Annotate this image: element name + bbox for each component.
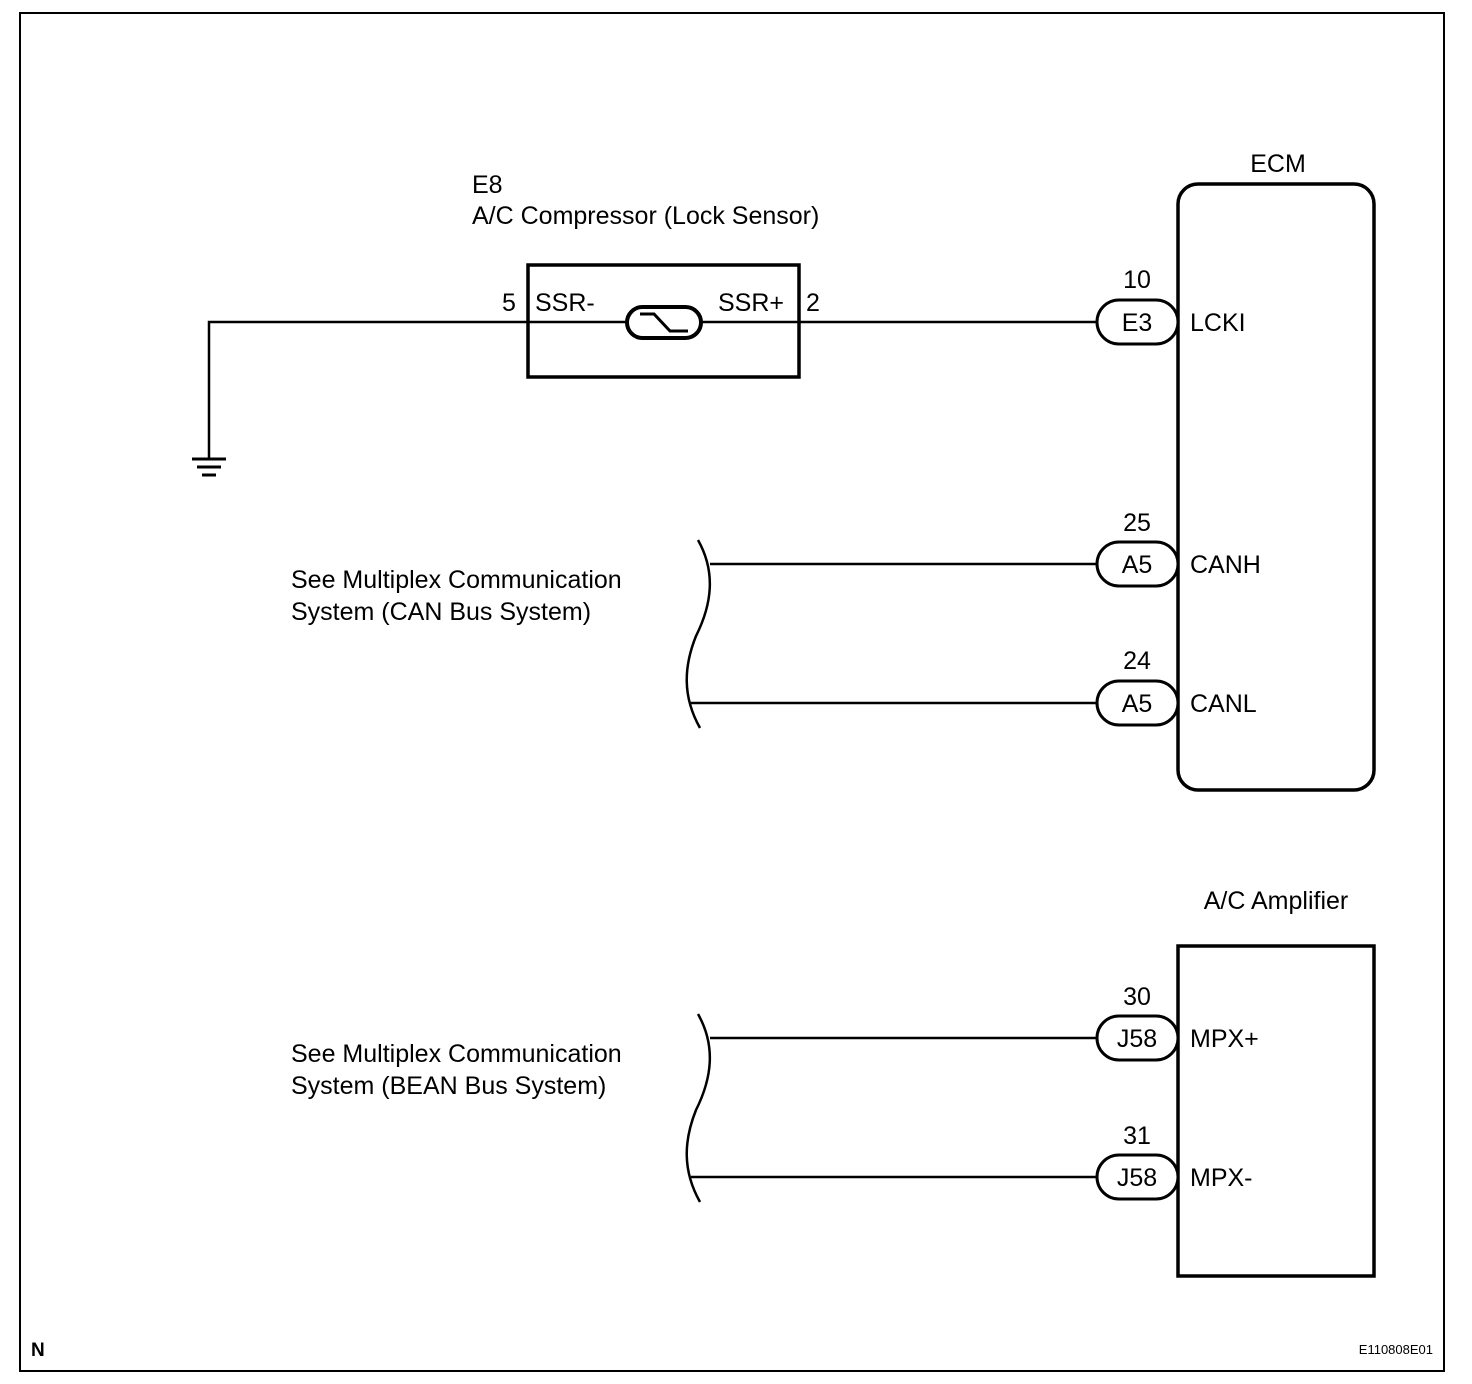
ground-icon [192,457,226,477]
corner-mark: N [31,1340,45,1361]
connector-j58-mpx-minus [1095,1153,1180,1201]
ecm-pin-number-lcki: 10 [1123,266,1151,294]
connector-a5-canh-label: A5 [1122,551,1153,579]
amplifier-title: A/C Amplifier [1204,887,1348,915]
ecm-box [1176,182,1376,792]
pin-ssr-plus-label: SSR+ [718,289,784,317]
bean-note-line1: See Multiplex Communication [291,1040,622,1068]
ecm-signal-lcki: LCKI [1190,309,1246,337]
diagram-frame [19,12,1445,1372]
amplifier-box [1176,944,1376,1278]
amp-signal-mpx-plus: MPX+ [1190,1025,1259,1053]
bean-bus-brace [685,1013,712,1203]
ecm-pin-number-canl: 24 [1123,647,1151,675]
lock-sensor-symbol [625,305,703,340]
connector-j58-mpx-plus [1095,1014,1180,1062]
compressor-ref: E8 [472,171,503,199]
connector-j58-mpx-minus-label: J58 [1117,1164,1157,1192]
ecm-title: ECM [1250,150,1306,178]
amp-pin-number-mpx-plus: 30 [1123,983,1151,1011]
can-note-line1: See Multiplex Communication [291,566,622,594]
ecm-signal-canl: CANL [1190,690,1257,718]
pin-ssr-minus-number: 5 [502,289,516,317]
amp-signal-mpx-minus: MPX- [1190,1164,1253,1192]
connector-a5-canl [1095,679,1180,727]
can-bus-brace [685,539,712,729]
can-note-line2: System (CAN Bus System) [291,598,591,626]
pin-ssr-plus-number: 2 [806,289,820,317]
connector-e3-label: E3 [1122,309,1153,337]
connector-a5-canl-label: A5 [1122,690,1153,718]
bean-note-line2: System (BEAN Bus System) [291,1072,606,1100]
ecm-signal-canh: CANH [1190,551,1261,579]
ecm-pin-number-canh: 25 [1123,509,1151,537]
compressor-name: A/C Compressor (Lock Sensor) [472,202,819,230]
figure-id: E110808E01 [1359,1342,1433,1357]
connector-a5-canh [1095,540,1180,588]
pin-ssr-minus-label: SSR- [535,289,595,317]
connector-j58-mpx-plus-label: J58 [1117,1025,1157,1053]
ground-wire [207,320,528,458]
connector-e3 [1095,298,1180,346]
amp-pin-number-mpx-minus: 31 [1123,1122,1151,1150]
